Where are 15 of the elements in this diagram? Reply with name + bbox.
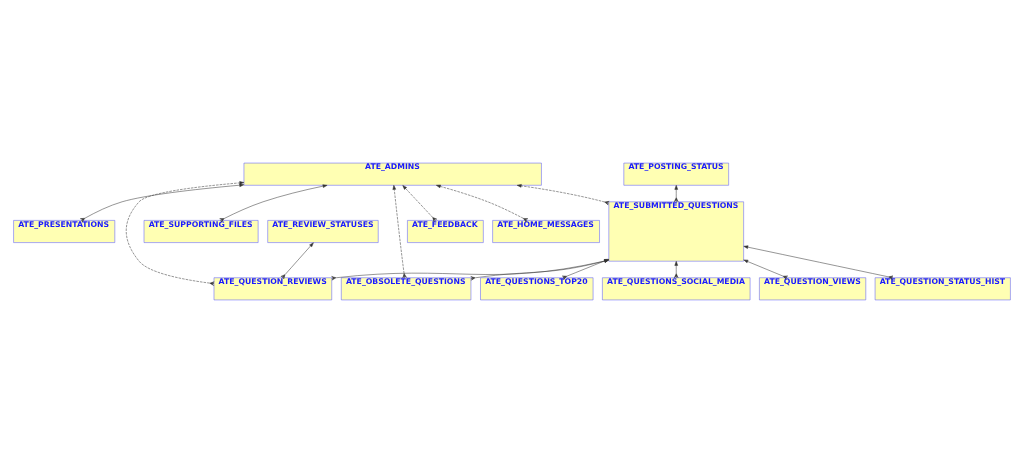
- arrow: [516, 183, 610, 205]
- arrow: [125, 180, 245, 286]
- arrow: [470, 258, 609, 280]
- arrow: [219, 183, 328, 222]
- arrow: [674, 260, 679, 278]
- arrow: [436, 184, 529, 222]
- arrow: [562, 258, 610, 280]
- arrow: [280, 242, 314, 279]
- arrow: [674, 184, 679, 202]
- arrow: [743, 259, 788, 280]
- arrow: [392, 184, 407, 278]
- arrow: [331, 258, 609, 280]
- arrow: [743, 244, 894, 280]
- arrow: [80, 183, 245, 222]
- arrow: [402, 184, 438, 222]
